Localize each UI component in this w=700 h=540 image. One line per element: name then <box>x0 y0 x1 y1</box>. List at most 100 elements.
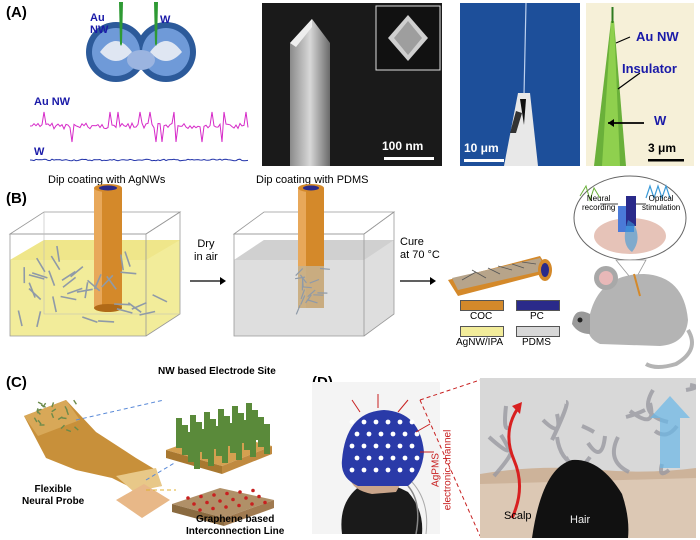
eeg-electrode <box>385 467 391 473</box>
silver-nanowire <box>28 274 45 280</box>
legend-agnw: AgNW/IPA <box>456 337 504 348</box>
brain-slice-illustration <box>86 2 196 82</box>
probe-nanowire <box>37 419 42 425</box>
agnw-dip-box <box>8 184 182 337</box>
step1-caption: Dip coating with AgNWs <box>48 174 166 186</box>
eeg-electrode <box>354 431 360 437</box>
graphene-contact <box>224 505 228 509</box>
electrode-pillar <box>196 422 202 452</box>
eeg-electrode <box>409 443 415 449</box>
silver-nanowire <box>139 310 156 316</box>
eeg-electrode <box>349 419 355 425</box>
graphene-contact <box>237 503 241 508</box>
agpms-fiber <box>487 433 511 453</box>
graphene-contact <box>198 508 202 512</box>
electrode-pillar <box>176 418 182 448</box>
probe-nanowire <box>73 399 77 405</box>
arrow-dry <box>190 277 226 285</box>
microscope-image: 10 μm <box>460 2 580 166</box>
electrode-pillar <box>204 412 210 442</box>
electrode-pillar <box>222 433 228 463</box>
silver-nanowire <box>36 311 42 328</box>
eeg-electrode <box>409 419 415 425</box>
eeg-electrode <box>397 419 403 425</box>
graphene-contact <box>238 490 242 494</box>
graphene-contact <box>244 496 248 500</box>
legend-swatch-agnw <box>460 326 504 337</box>
silver-nanowire <box>17 310 23 327</box>
electrode-pillar <box>202 429 208 459</box>
mouse-illustration <box>572 175 694 369</box>
w-trace <box>29 158 249 162</box>
electrode-pillar <box>230 423 236 453</box>
silver-nanowire <box>36 257 46 273</box>
eeg-electrode <box>397 467 403 473</box>
electrode-pillar <box>224 416 230 446</box>
eeg-electrode <box>361 467 367 473</box>
probe-nanowire <box>51 408 57 413</box>
eeg-electrode <box>349 467 355 473</box>
silver-nanowire <box>28 282 36 298</box>
agpms-fiber <box>550 400 569 441</box>
scalp-render: Scalp Hair <box>480 378 696 538</box>
agpms-fiber <box>581 424 596 434</box>
silver-nanowire <box>295 304 301 315</box>
silver-nanowire <box>101 274 114 288</box>
eeg-electrode <box>366 431 372 437</box>
silver-nanowire <box>52 296 57 313</box>
silver-nanowire <box>120 254 124 271</box>
graphene-contact <box>186 496 190 500</box>
silver-nanowire <box>307 289 316 298</box>
eeg-electrode <box>402 431 408 437</box>
graphene-contact <box>211 506 215 511</box>
eeg-electrode <box>378 431 384 437</box>
brain-w-label: W <box>160 14 171 26</box>
probe-nanowire <box>33 417 38 423</box>
electrode-pillar <box>264 424 270 454</box>
panel-b-label: (B) <box>6 190 27 207</box>
probe-nanowire <box>65 429 72 433</box>
eeg-electrode <box>414 431 420 437</box>
legend-coc: COC <box>470 311 493 322</box>
electrode-site-label: NW based Electrode Site <box>158 366 276 377</box>
agpms-fiber <box>586 435 607 454</box>
arrow-dry-label: Dry in air <box>194 238 218 263</box>
tip-scale-label: 3 μm <box>648 141 677 155</box>
scalp-label: Scalp <box>504 510 532 522</box>
silver-nanowire <box>307 299 318 304</box>
silver-nanowire <box>48 270 56 286</box>
probe-nanowire <box>42 402 47 408</box>
electrode-pillar <box>182 425 188 455</box>
graphene-contact <box>257 494 261 499</box>
silver-nanowire <box>114 303 131 306</box>
eeg-electrode <box>354 455 360 461</box>
sem-image: 100 nm <box>262 3 442 166</box>
eeg-electrode <box>373 467 379 473</box>
silver-nanowire <box>56 245 61 262</box>
electrode-pillar <box>216 426 222 456</box>
micro-scale-label: 10 μm <box>464 141 499 155</box>
probe-nanowire <box>74 426 79 431</box>
silver-nanowire <box>309 278 320 284</box>
silver-nanowire <box>295 268 304 277</box>
graphene-contact <box>192 502 196 506</box>
tip-w-label: W <box>654 113 667 128</box>
silver-nanowire <box>86 279 101 292</box>
agpms-fiber <box>685 383 696 392</box>
eeg-electrode <box>402 455 408 461</box>
electrode-tip-image: Au NW Insulator W 3 μm <box>586 3 694 166</box>
electrode-pillar <box>250 427 256 457</box>
panel-a-label: (A) <box>6 4 27 21</box>
pdms-dip-box <box>232 184 396 337</box>
eeg-electrode <box>414 455 420 461</box>
silver-nanowire <box>300 289 306 300</box>
silver-nanowire <box>116 308 133 314</box>
silver-nanowire <box>62 276 77 288</box>
electrode-pillar <box>190 415 196 445</box>
sem-scale-label: 100 nm <box>382 139 424 153</box>
silver-nanowire <box>131 301 147 310</box>
eeg-electrode <box>390 455 396 461</box>
silver-nanowire <box>300 295 306 305</box>
probe-nanowire <box>60 424 65 430</box>
